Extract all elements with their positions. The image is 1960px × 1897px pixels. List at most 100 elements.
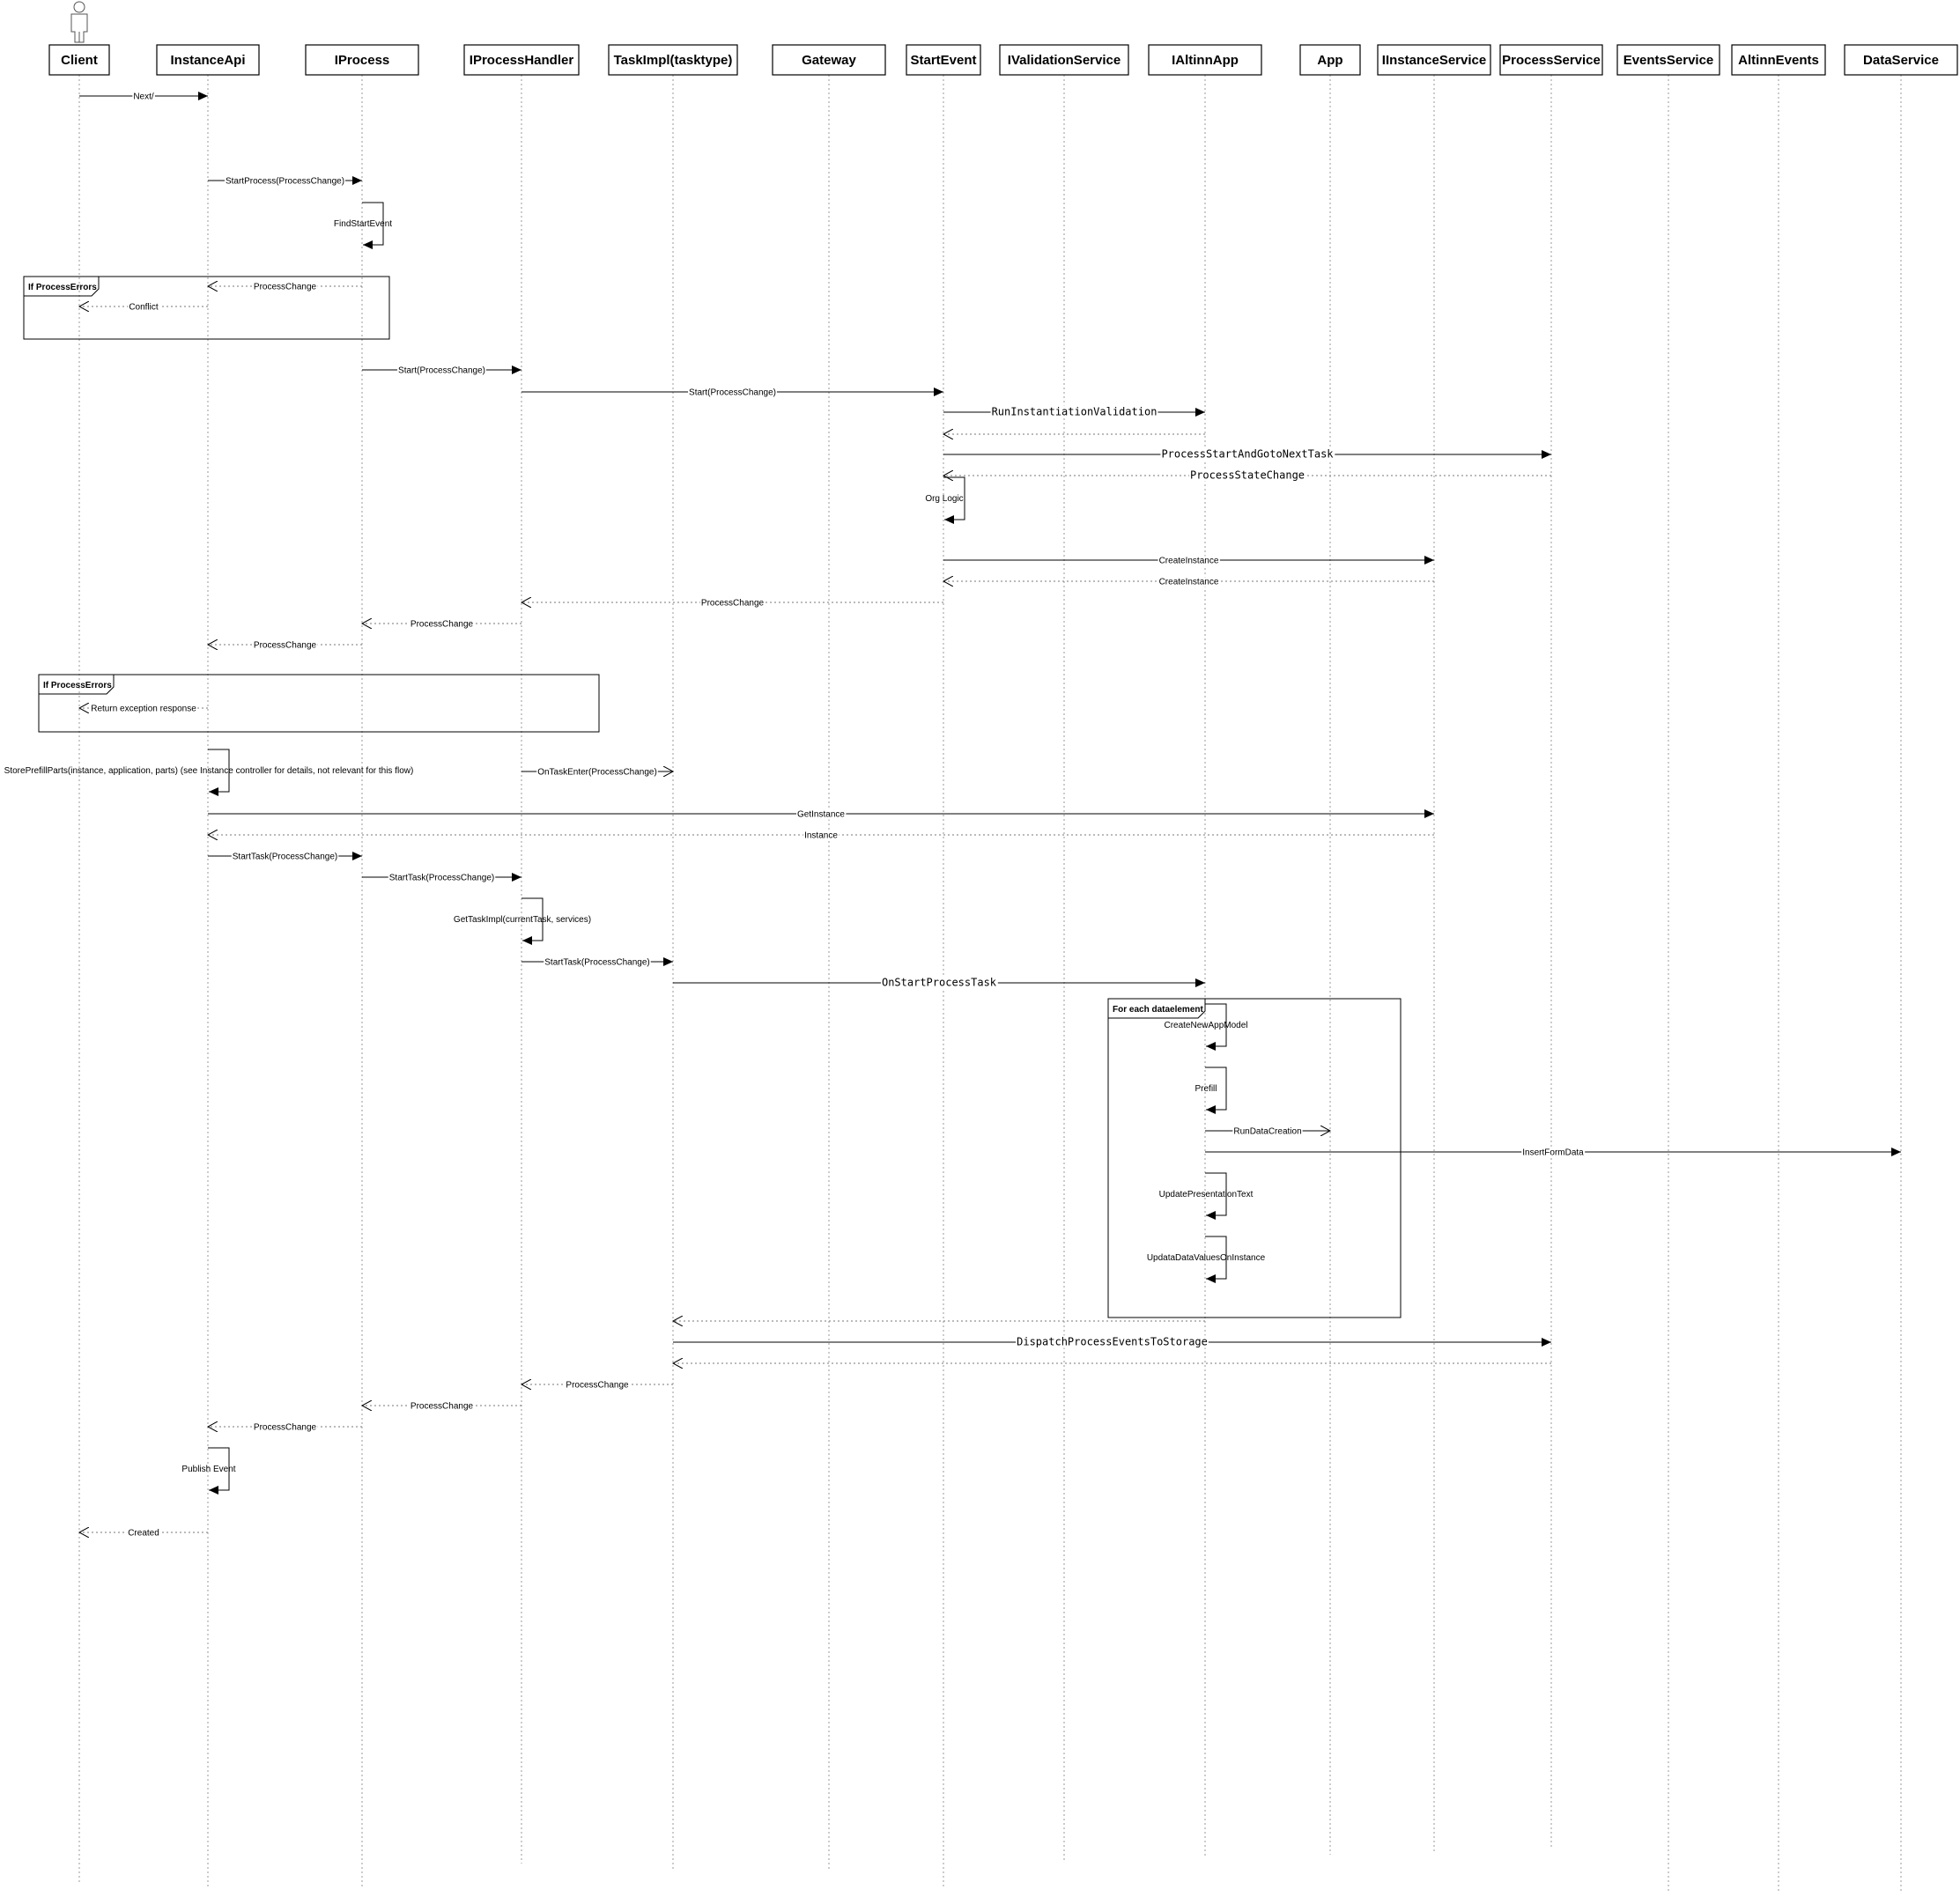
message: Conflict: [79, 303, 208, 313]
label-background: [397, 365, 486, 376]
label-background: [1158, 577, 1220, 587]
participant-box: [156, 44, 260, 76]
message-label: RunInstantiationValidation: [992, 406, 1158, 418]
message-label: ProcessChange: [701, 599, 765, 609]
message-label: CreateInstance: [1159, 557, 1219, 566]
label-background: [803, 830, 839, 841]
message-label: OnTaskEnter(ProcessChange): [537, 768, 657, 778]
message-label: StartTask(ProcessChange): [389, 874, 495, 883]
message-label: RunDataCreation: [1233, 1127, 1301, 1137]
participant-label: IProcess: [335, 53, 390, 68]
label-background: [409, 619, 475, 630]
fragment-frame: For each dataelement: [1107, 998, 1402, 1318]
message-label: FindStartEvent: [334, 219, 392, 229]
participant-label: App: [1317, 53, 1342, 68]
label-background: [128, 302, 159, 313]
message-label: InsertFormData: [1522, 1148, 1584, 1158]
messages: Next/StartProcess(ProcessChange) FindStar…: [4, 92, 1901, 1539]
label-background: [1232, 1126, 1303, 1137]
label-background: [1188, 469, 1306, 482]
message: RunInstantiationValidation: [943, 405, 1205, 418]
label-background: [880, 976, 998, 989]
actor-icon: [70, 1, 88, 43]
label-background: [990, 405, 1158, 418]
participant-label: DataService: [1863, 53, 1939, 68]
label-background: [688, 388, 777, 398]
message-label: GetTaskImpl(currentTask, services): [454, 915, 591, 925]
message: StorePrefillParts(instance, application,…: [4, 749, 414, 796]
message: DispatchProcessEventsToStorage: [673, 1335, 1551, 1348]
label-background: [544, 957, 651, 968]
message-label: Publish Event: [181, 1465, 235, 1474]
participant-label: StartEvent: [910, 53, 976, 68]
fragment-frame: If ProcessErrors: [38, 674, 600, 733]
message: UpdataDataValuesOnInstance: [1147, 1236, 1266, 1283]
message: Publish Event: [181, 1447, 236, 1495]
label-background: [1521, 1148, 1586, 1158]
message: ProcessChange: [521, 599, 943, 609]
participant-ialtinnapp: IAltinnApp: [1148, 44, 1262, 76]
participant-label: AltinnEvents: [1738, 53, 1819, 68]
message: CreateInstance: [943, 556, 1434, 566]
participant-label: Gateway: [802, 53, 856, 68]
message-label: GetInstance: [797, 810, 845, 820]
message: OnStartProcessTask: [673, 976, 1205, 989]
message-label: StartTask(ProcessChange): [544, 958, 650, 968]
participant-box: [1299, 44, 1361, 76]
message: ProcessChange: [208, 641, 362, 651]
message: ProcessStartAndGotoNextTask: [943, 447, 1551, 461]
participant-app: App: [1299, 44, 1361, 76]
message-label: StorePrefillParts(instance, application,…: [4, 766, 414, 776]
message: StartTask(ProcessChange): [208, 852, 362, 862]
message-label: DispatchProcessEventsToStorage: [1017, 1336, 1208, 1348]
message: Return exception response: [79, 705, 208, 714]
message-label: Return exception response: [91, 705, 196, 714]
participant-label: InstanceApi: [170, 53, 245, 68]
message: Created: [79, 1529, 208, 1539]
participant-client: Client: [48, 1, 110, 76]
participant-taskimpl: TaskImpl(tasktype): [608, 44, 738, 76]
message: RunDataCreation: [1205, 1127, 1330, 1137]
participant-iprocess: IProcess: [305, 44, 419, 76]
lifelines: [78, 75, 1902, 1893]
fragment-frame: If ProcessErrors: [23, 276, 390, 340]
message: StartProcess(ProcessChange): [208, 176, 362, 187]
message-label: Created: [128, 1529, 159, 1539]
participant-box: [1616, 44, 1720, 76]
participant-box: [1844, 44, 1958, 76]
message-label: Org Logic: [925, 494, 963, 504]
participant-dataservice: DataService: [1844, 44, 1958, 76]
participant-label: TaskImpl(tasktype): [614, 53, 733, 68]
label-background: [565, 1380, 631, 1391]
message: Start(ProcessChange): [521, 388, 943, 398]
participant-box: [772, 44, 886, 76]
message: InsertFormData: [1205, 1148, 1901, 1158]
participant-box: [906, 44, 981, 76]
participant-gateway: Gateway: [772, 44, 886, 76]
participant-iprocesshandler: IProcessHandler: [463, 44, 580, 76]
participant-iinstanceservice: IInstanceService: [1377, 44, 1491, 76]
message-label: ProcessChange: [254, 641, 317, 651]
message-label: UpdatePresentationText: [1159, 1190, 1254, 1199]
label-background: [699, 598, 766, 609]
fragment-label: If ProcessErrors: [28, 283, 97, 292]
message: Instance: [208, 831, 1434, 841]
message-label: ProcessChange: [410, 1402, 474, 1412]
message: ProcessChange: [208, 1423, 362, 1433]
message: FindStartEvent: [334, 202, 392, 249]
label-background: [796, 809, 847, 820]
message-label: Next/: [133, 92, 154, 102]
participant-instanceapi: InstanceApi: [156, 44, 260, 76]
label-background: [1016, 1335, 1209, 1348]
label-background: [1158, 556, 1220, 566]
message-label: Start(ProcessChange): [689, 388, 776, 398]
participant-box: [1731, 44, 1826, 76]
message: CreateInstance: [943, 578, 1434, 587]
message-label: ProcessChange: [254, 283, 317, 292]
message: Start(ProcessChange): [362, 365, 521, 376]
fragment-label: For each dataelement: [1113, 1005, 1203, 1015]
participant-label: ProcessService: [1502, 53, 1601, 68]
message: GetInstance: [208, 809, 1434, 820]
